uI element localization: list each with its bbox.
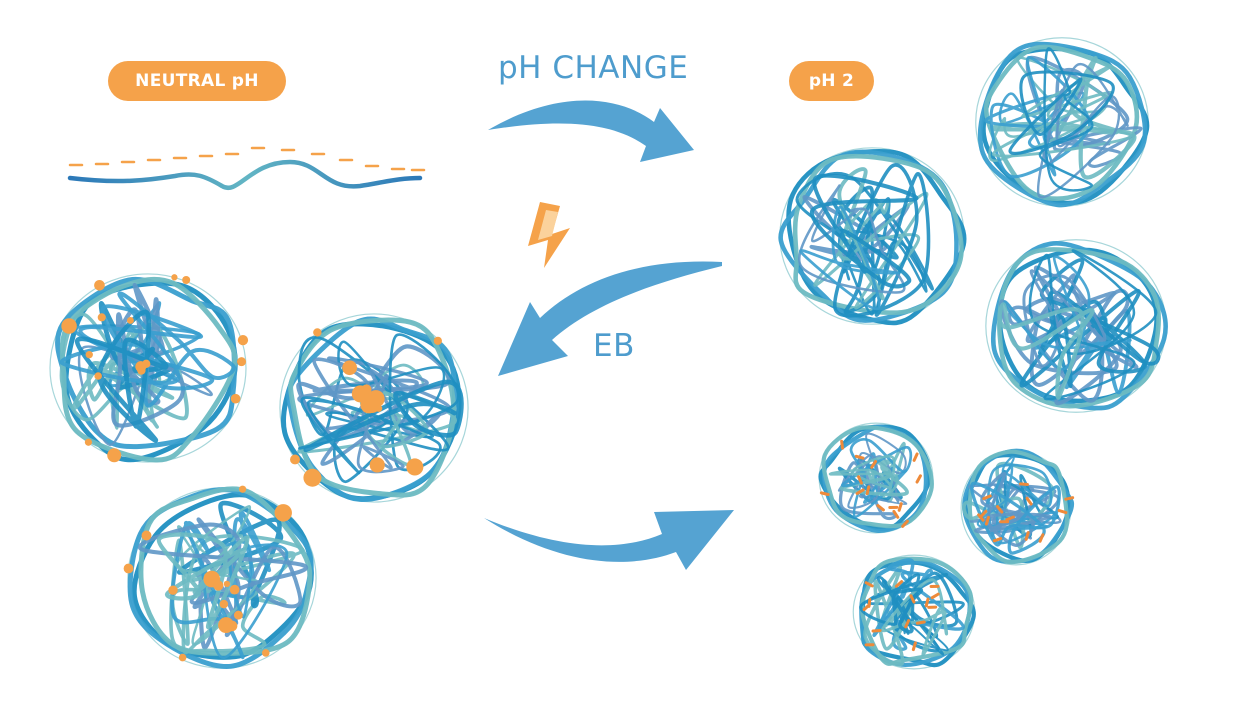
charge-dot: [107, 448, 121, 462]
neutral-coil-1: [50, 274, 248, 462]
charge-dot: [85, 439, 92, 446]
neutral-coil-2: [280, 314, 468, 502]
charge-dot: [94, 280, 105, 291]
neutral-coil-3: [124, 486, 316, 669]
crosslink: [1040, 535, 1043, 541]
charge-dot: [370, 457, 385, 472]
crosslink: [917, 622, 924, 623]
charge-dot: [168, 585, 177, 594]
crosslink-arrow: [484, 510, 734, 570]
charge-dot: [262, 649, 270, 657]
crosslink: [867, 487, 869, 494]
charge-dot: [124, 564, 134, 574]
crosslink: [899, 504, 901, 511]
charge-dot: [224, 581, 230, 587]
crosslink: [986, 517, 988, 524]
crosslink: [842, 441, 843, 448]
charge-dot: [434, 337, 442, 345]
charge-dot: [94, 372, 102, 380]
charge-dot: [220, 600, 228, 608]
charge-dot: [342, 360, 357, 375]
charge-dot: [406, 458, 423, 475]
charge-dot: [231, 394, 241, 404]
crosslink: [821, 493, 828, 495]
charge-dot: [171, 274, 177, 280]
crosslinked-coils-group: [819, 423, 1073, 669]
charge-dot: [237, 357, 246, 366]
ph2-coil-2: [780, 148, 964, 324]
ph2-label: pH 2: [809, 71, 854, 91]
charge-dot: [142, 531, 152, 541]
crosslink: [1027, 498, 1031, 504]
charge-dot: [86, 351, 93, 358]
crosslink: [856, 456, 863, 458]
charge-dot: [239, 486, 246, 493]
charge-dot: [127, 317, 134, 324]
charge-dot: [313, 328, 321, 336]
charge-dot: [98, 313, 106, 321]
crosslink: [913, 643, 915, 650]
crosslink: [1066, 498, 1073, 500]
charge-dot: [275, 504, 292, 521]
crosslink: [1059, 511, 1066, 513]
neutral-coils-group: [50, 274, 468, 668]
crosslinked-coil-1: [819, 423, 933, 533]
charge-dot: [137, 366, 145, 374]
charge-dot: [213, 580, 223, 590]
charge-dot: [360, 396, 377, 413]
neutral-ph-badge: NEUTRAL pH: [108, 61, 286, 101]
crosslink: [1026, 533, 1028, 540]
ph-change-arrow: [488, 101, 694, 163]
eb-label: EB: [593, 328, 635, 364]
charge-dot: [179, 654, 187, 662]
crosslink: [926, 599, 928, 606]
charge-dot: [182, 276, 190, 284]
crosslinked-coil-3: [853, 555, 975, 669]
ph2-coil-3: [986, 240, 1166, 412]
charge-dot: [238, 335, 248, 345]
charge-dot: [227, 621, 238, 632]
neutral-polymer-chain: [70, 148, 424, 188]
charge-dot: [234, 611, 243, 620]
crosslink: [873, 630, 880, 631]
crosslink: [914, 454, 917, 460]
crosslink: [917, 476, 920, 482]
charge-dot: [61, 318, 77, 334]
neutral-ph-label: NEUTRAL pH: [135, 71, 259, 91]
crosslink: [932, 594, 938, 598]
lightning-bolt-icon: [528, 202, 570, 268]
ph-change-label: pH CHANGE: [498, 50, 688, 86]
crosslink: [869, 599, 870, 606]
charge-dot: [303, 469, 321, 487]
crosslinked-coil-2: [961, 451, 1073, 565]
charge-dot: [361, 384, 371, 394]
charge-dot: [290, 454, 300, 464]
ph2-badge: pH 2: [789, 61, 874, 101]
ph2-coil-1: [976, 38, 1148, 207]
crosslink: [1020, 484, 1027, 485]
charge-dot: [230, 585, 240, 595]
